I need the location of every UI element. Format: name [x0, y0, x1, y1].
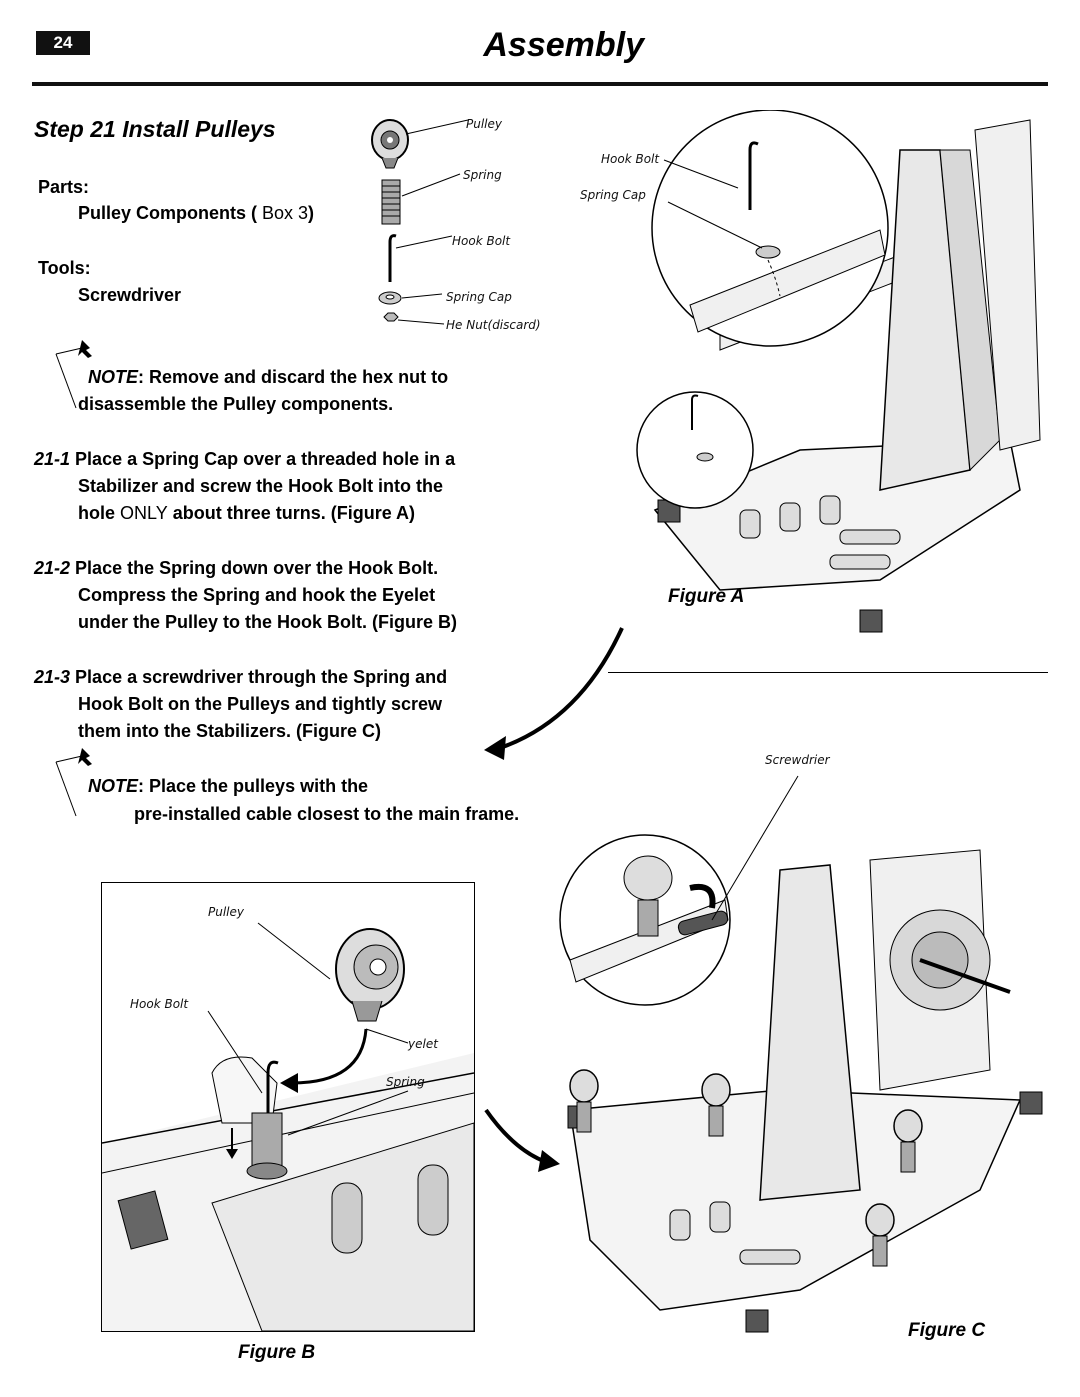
step-title: Step 21 Install Pulleys — [34, 116, 276, 142]
figure-b-hook-bolt-label: Hook Bolt — [130, 997, 189, 1011]
figure-b-spring-label: Spring — [386, 1075, 425, 1089]
figure-divider — [608, 672, 1048, 673]
step-21-1-text3a: hole — [78, 503, 121, 523]
step-21-3-text1: Place a screwdriver through the Spring a… — [75, 667, 448, 687]
figure-b-drawing — [102, 922, 474, 1331]
hex-nut-icon — [383, 312, 399, 322]
note2-line2: pre-installed cable closest to the main … — [134, 804, 520, 824]
step-21-3-line3: them into the Stabilizers. (Figure C) — [78, 721, 382, 741]
parts-box: Box 3 — [257, 203, 309, 223]
figure-a-spring-cap-label: Spring Cap — [580, 188, 646, 202]
figure-a-caption: Figure A — [668, 586, 745, 607]
hook-bolt-icon — [388, 234, 397, 282]
figure-b-eyelet-label: yelet — [408, 1037, 438, 1051]
note2-text1: : Place the pulleys with the — [138, 776, 369, 796]
tools-label: Tools: — [38, 258, 91, 278]
figure-b-box: Pulley Hook Bolt yelet Spring — [101, 882, 475, 1332]
step-21-1-text3b: about three turns. (Figure A) — [167, 503, 416, 523]
legend-spring-cap: Spring Cap — [446, 290, 512, 304]
figure-c-caption: Figure C — [908, 1320, 986, 1341]
pulley-icon — [371, 119, 409, 169]
step-21-2-text1: Place the Spring down over the Hook Bolt… — [75, 558, 439, 578]
parts-legend-drawing — [371, 119, 469, 325]
figure-b-pulley-icon — [335, 928, 405, 1022]
figure-c-pulley-1-icon — [701, 1073, 731, 1137]
step-21-3-line1: 21-3 Place a screwdriver through the Spr… — [34, 664, 447, 691]
legend-hook-bolt: Hook Bolt — [452, 234, 511, 248]
figure-c-pulley-4-icon — [865, 1203, 895, 1267]
parts-item-end: ) — [308, 203, 315, 223]
header-rule — [32, 82, 1048, 86]
parts-label: Parts: — [38, 177, 90, 197]
step-21-3-number: 21-3 — [34, 667, 71, 687]
legend-spring: Spring — [463, 168, 502, 182]
step-21-1-line3: hole ONLY about three turns. (Figure A) — [78, 500, 415, 527]
step-21-1-number: 21-1 — [34, 449, 71, 469]
figure-b-caption: Figure B — [238, 1342, 316, 1363]
figure-a-drawing — [636, 110, 1041, 633]
spring-icon — [381, 179, 401, 225]
pushpin-icon — [55, 340, 92, 409]
note1-prefix: NOTE — [88, 367, 139, 387]
step-21-1-only: ONLY — [120, 503, 168, 523]
step-21-1-line2: Stabilizer and screw the Hook Bolt into … — [78, 476, 444, 496]
step-21-1-line1: 21-1 Place a Spring Cap over a threaded … — [34, 446, 455, 473]
parts-item: Pulley Components ( Box 3) — [78, 203, 314, 224]
figure-b-pulley-label: Pulley — [208, 905, 244, 919]
figure-c-pulley-2-icon — [569, 1069, 599, 1133]
figure-a-hook-bolt-label: Hook Bolt — [601, 152, 660, 166]
note1-line2: disassemble the Pulley components. — [78, 394, 394, 414]
detail-circle-a1 — [651, 110, 889, 347]
legend-pulley: Pulley — [466, 117, 502, 131]
detail-circle-a2 — [636, 391, 754, 509]
step-21-3-line2: Hook Bolt on the Pulleys and tightly scr… — [78, 694, 443, 714]
spring-cap-icon — [378, 291, 402, 305]
note1-line1: NOTE: Remove and discard the hex nut to — [88, 364, 448, 391]
figure-c-drawing — [484, 775, 1043, 1333]
step-21-2-line2: Compress the Spring and hook the Eyelet — [78, 585, 436, 605]
figure-c-pulley-3-icon — [893, 1109, 923, 1173]
figure-c-screwdriver-label: Screwdrier — [765, 753, 830, 767]
pushpin-icon-2 — [55, 748, 92, 817]
step-21-1-text1: Place a Spring Cap over a threaded hole … — [75, 449, 456, 469]
step-21-2-number: 21-2 — [34, 558, 71, 578]
curved-arrow-icon — [484, 627, 624, 760]
page-number: 24 — [36, 31, 90, 55]
parts-item-name: Pulley Components ( — [78, 203, 258, 223]
note2-prefix: NOTE — [88, 776, 139, 796]
step-21-2-line3: under the Pulley to the Hook Bolt. (Figu… — [78, 612, 458, 632]
page-title: Assembly — [483, 26, 644, 64]
note1-text1: : Remove and discard the hex nut to — [138, 367, 449, 387]
tools-item: Screwdriver — [78, 285, 182, 305]
step-21-2-line1: 21-2 Place the Spring down over the Hook… — [34, 555, 438, 582]
legend-hex-nut: He Nut(discard) — [446, 318, 541, 332]
note2-line1: NOTE: Place the pulleys with the — [88, 773, 368, 800]
